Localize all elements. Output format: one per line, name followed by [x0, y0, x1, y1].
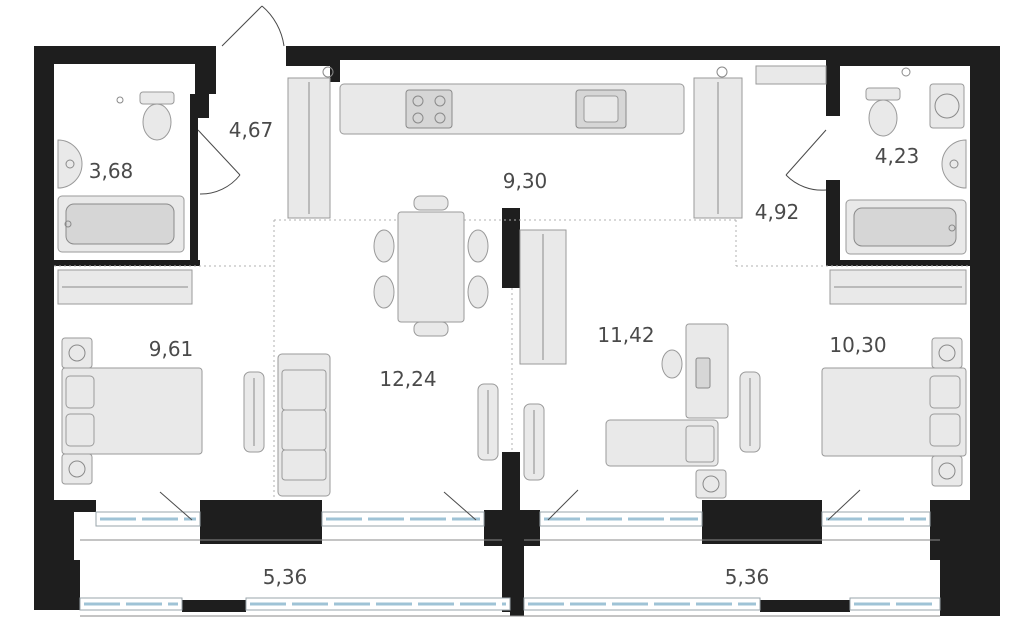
area-label-bedroom-right: 10,30: [829, 333, 886, 357]
area-label-hallway-right: 4,92: [755, 200, 800, 224]
doors: [159, 5, 861, 521]
nightstand-left-1: [61, 337, 93, 369]
area-label-study: 11,42: [597, 323, 654, 347]
area-label-bedroom-left: 9,61: [149, 337, 194, 361]
toilet-tank-left: [139, 91, 175, 105]
area-label-living-room: 12,24: [379, 367, 436, 391]
outer-walls: [34, 46, 1000, 616]
toilet-right: [868, 99, 898, 137]
nightstand-left-2: [61, 453, 93, 485]
sink-right: [941, 139, 967, 189]
bed-left: [61, 367, 203, 455]
area-label-bathroom-right: 4,23: [875, 144, 920, 168]
nightstand-right-2: [931, 455, 963, 487]
area-label-kitchen: 9,30: [503, 169, 548, 193]
sink-left: [57, 139, 83, 189]
area-label-hallway-left: 4,67: [229, 118, 274, 142]
furniture: [57, 65, 967, 499]
washer: [929, 83, 965, 129]
nightstand-study: [695, 469, 727, 499]
toilet-tank-right: [865, 87, 901, 101]
area-label-balcony-right: 5,36: [725, 565, 770, 589]
area-label-balcony-left: 5,36: [263, 565, 308, 589]
kitchen-counter: [339, 83, 685, 135]
area-label-bathroom-left: 3,68: [89, 159, 134, 183]
windows: [79, 511, 941, 617]
toilet-left: [142, 103, 172, 141]
nightstand-right-1: [931, 337, 963, 369]
zone-dividers: [54, 219, 970, 500]
area-labels: 3,68 4,67 9,30 4,92 4,23 9,61 12,24 11,4…: [89, 118, 920, 589]
shelf-hall-right: [755, 65, 827, 85]
dining-table: [397, 211, 465, 323]
cooktop: [405, 89, 453, 129]
